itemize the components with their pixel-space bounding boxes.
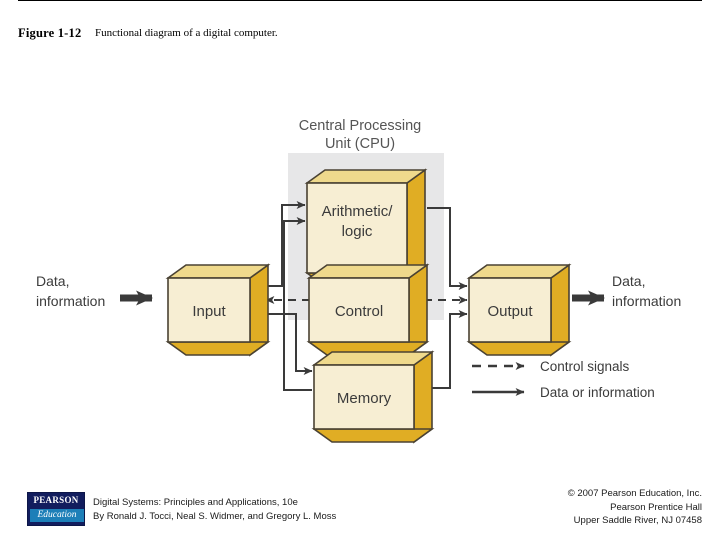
memory-bottom [311, 428, 435, 443]
memory-label: Memory [337, 390, 392, 407]
left-label-line1: Data, [36, 273, 69, 289]
box-memory[interactable]: Memory [311, 350, 435, 444]
conn-memory-to-output [432, 310, 468, 389]
figure-caption: Functional diagram of a digital computer… [95, 27, 278, 39]
alu-face [306, 182, 408, 274]
pearson-logo-education: Education [30, 509, 84, 522]
legend-data-information-label: Data or information [540, 385, 655, 400]
right-label-line1: Data, [612, 273, 645, 289]
book-info: Digital Systems: Principles and Applicat… [93, 496, 336, 523]
box-output[interactable]: Output [466, 263, 572, 357]
legend: Control signals Data or information [472, 359, 655, 400]
functional-diagram: Central Processing Unit (CPU) [0, 58, 720, 468]
book-authors: By Ronald J. Tocci, Neal S. Widmer, and … [93, 510, 337, 522]
right-label-line2: information [612, 293, 681, 309]
box-input[interactable]: Input [165, 263, 271, 357]
memory-face [313, 364, 415, 430]
memory-top [311, 351, 435, 366]
box-control[interactable]: Control [306, 263, 430, 357]
output-label: Output [487, 303, 533, 320]
conn-input-to-memory [268, 313, 313, 375]
alu-label-line2: logic [342, 223, 373, 240]
alu-label-line1: Arithmetic/ [322, 203, 394, 220]
control-face [308, 277, 410, 343]
figure-header: Figure 1-12 Functional diagram of a digi… [18, 26, 702, 48]
footer-divider [18, 0, 702, 1]
input-face [167, 277, 251, 343]
input-label: Input [192, 303, 226, 320]
copyright-line-1: © 2007 Pearson Education, Inc. [567, 488, 702, 499]
figure-number: Figure 1-12 [18, 26, 82, 40]
output-bottom [466, 341, 572, 356]
input-bottom [165, 341, 271, 356]
copyright-line-3: Upper Saddle River, NJ 07458 [573, 515, 702, 526]
conn-alu-to-output [427, 207, 468, 290]
control-top [306, 264, 430, 279]
cpu-title-line1: Central Processing [299, 118, 422, 134]
output-face [468, 277, 552, 343]
conn-input-to-alu [268, 201, 306, 287]
cpu-title-line2: Unit (CPU) [325, 136, 395, 152]
alu-top [304, 169, 428, 184]
conn-memory-to-alu [283, 217, 312, 391]
legend-control-signals-label: Control signals [540, 359, 630, 374]
book-title: Digital Systems: Principles and Applicat… [93, 497, 298, 508]
output-top [466, 264, 572, 279]
input-top [165, 264, 271, 279]
copyright-block: © 2007 Pearson Education, Inc. Pearson P… [568, 487, 702, 528]
control-label: Control [335, 303, 383, 320]
left-label-line2: information [36, 293, 105, 309]
pearson-logo: PEARSON Education [27, 492, 85, 526]
pearson-logo-wordmark: PEARSON [33, 495, 79, 505]
copyright-line-2: Pearson Prentice Hall [610, 501, 702, 513]
